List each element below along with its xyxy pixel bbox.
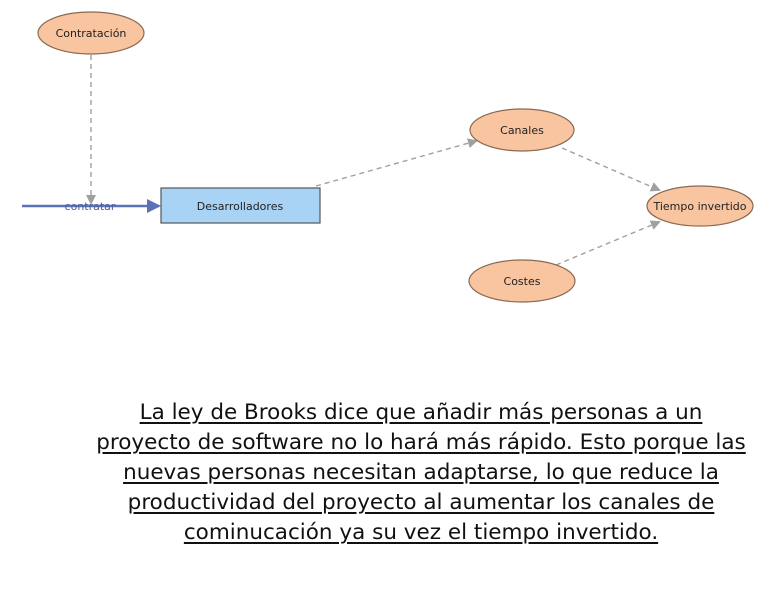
node-costes[interactable]: [468, 259, 576, 303]
link-canales-to-tiempo: [561, 147, 661, 192]
node-tiempo-invertido[interactable]: [646, 185, 754, 227]
stock-desarrolladores[interactable]: [160, 187, 321, 224]
node-tiempo-invertido-label: Tiempo invertido: [652, 200, 746, 213]
system-dynamics-diagram: contratar Desarrolladores Contratación C…: [22, 11, 754, 303]
node-contratacion-label: Contratación: [56, 27, 127, 40]
node-costes-label: Costes: [504, 275, 541, 288]
node-canales[interactable]: [469, 108, 575, 152]
node-canales-label: Canales: [500, 124, 544, 137]
flow-label-contratar: contratar: [65, 200, 116, 213]
node-contratacion[interactable]: [37, 11, 145, 55]
stock-desarrolladores-label: Desarrolladores: [197, 200, 284, 213]
link-costes-to-tiempo: [555, 220, 661, 266]
link-desarrolladores-to-canales: [315, 138, 478, 187]
caption-text: La ley de Brooks dice que añadir más per…: [96, 400, 746, 545]
